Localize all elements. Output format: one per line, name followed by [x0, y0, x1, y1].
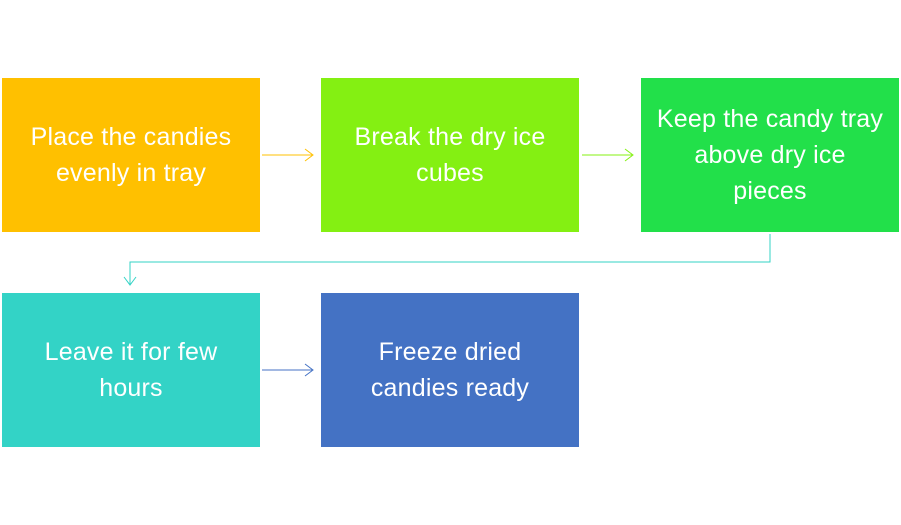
step-place-candies: Place the candies evenly in tray: [2, 78, 260, 232]
step-label: Freeze dried candies ready: [370, 338, 530, 402]
step-label: Place the candies evenly in tray: [30, 123, 232, 187]
arrow-step3-to-step4: [123, 234, 771, 286]
step-label: Keep the candy tray above dry ice pieces: [656, 105, 884, 205]
step-keep-tray-above-ice: Keep the candy tray above dry ice pieces: [641, 78, 899, 232]
step-label: Leave it for few hours: [44, 338, 218, 402]
step-label: Break the dry ice cubes: [354, 123, 546, 187]
arrow-step4-to-step5: [262, 363, 314, 377]
step-leave-for-hours: Leave it for few hours: [2, 293, 260, 447]
arrow-step1-to-step2: [262, 148, 314, 162]
arrow-step2-to-step3: [582, 148, 634, 162]
step-candies-ready: Freeze dried candies ready: [321, 293, 579, 447]
step-break-dry-ice: Break the dry ice cubes: [321, 78, 579, 232]
